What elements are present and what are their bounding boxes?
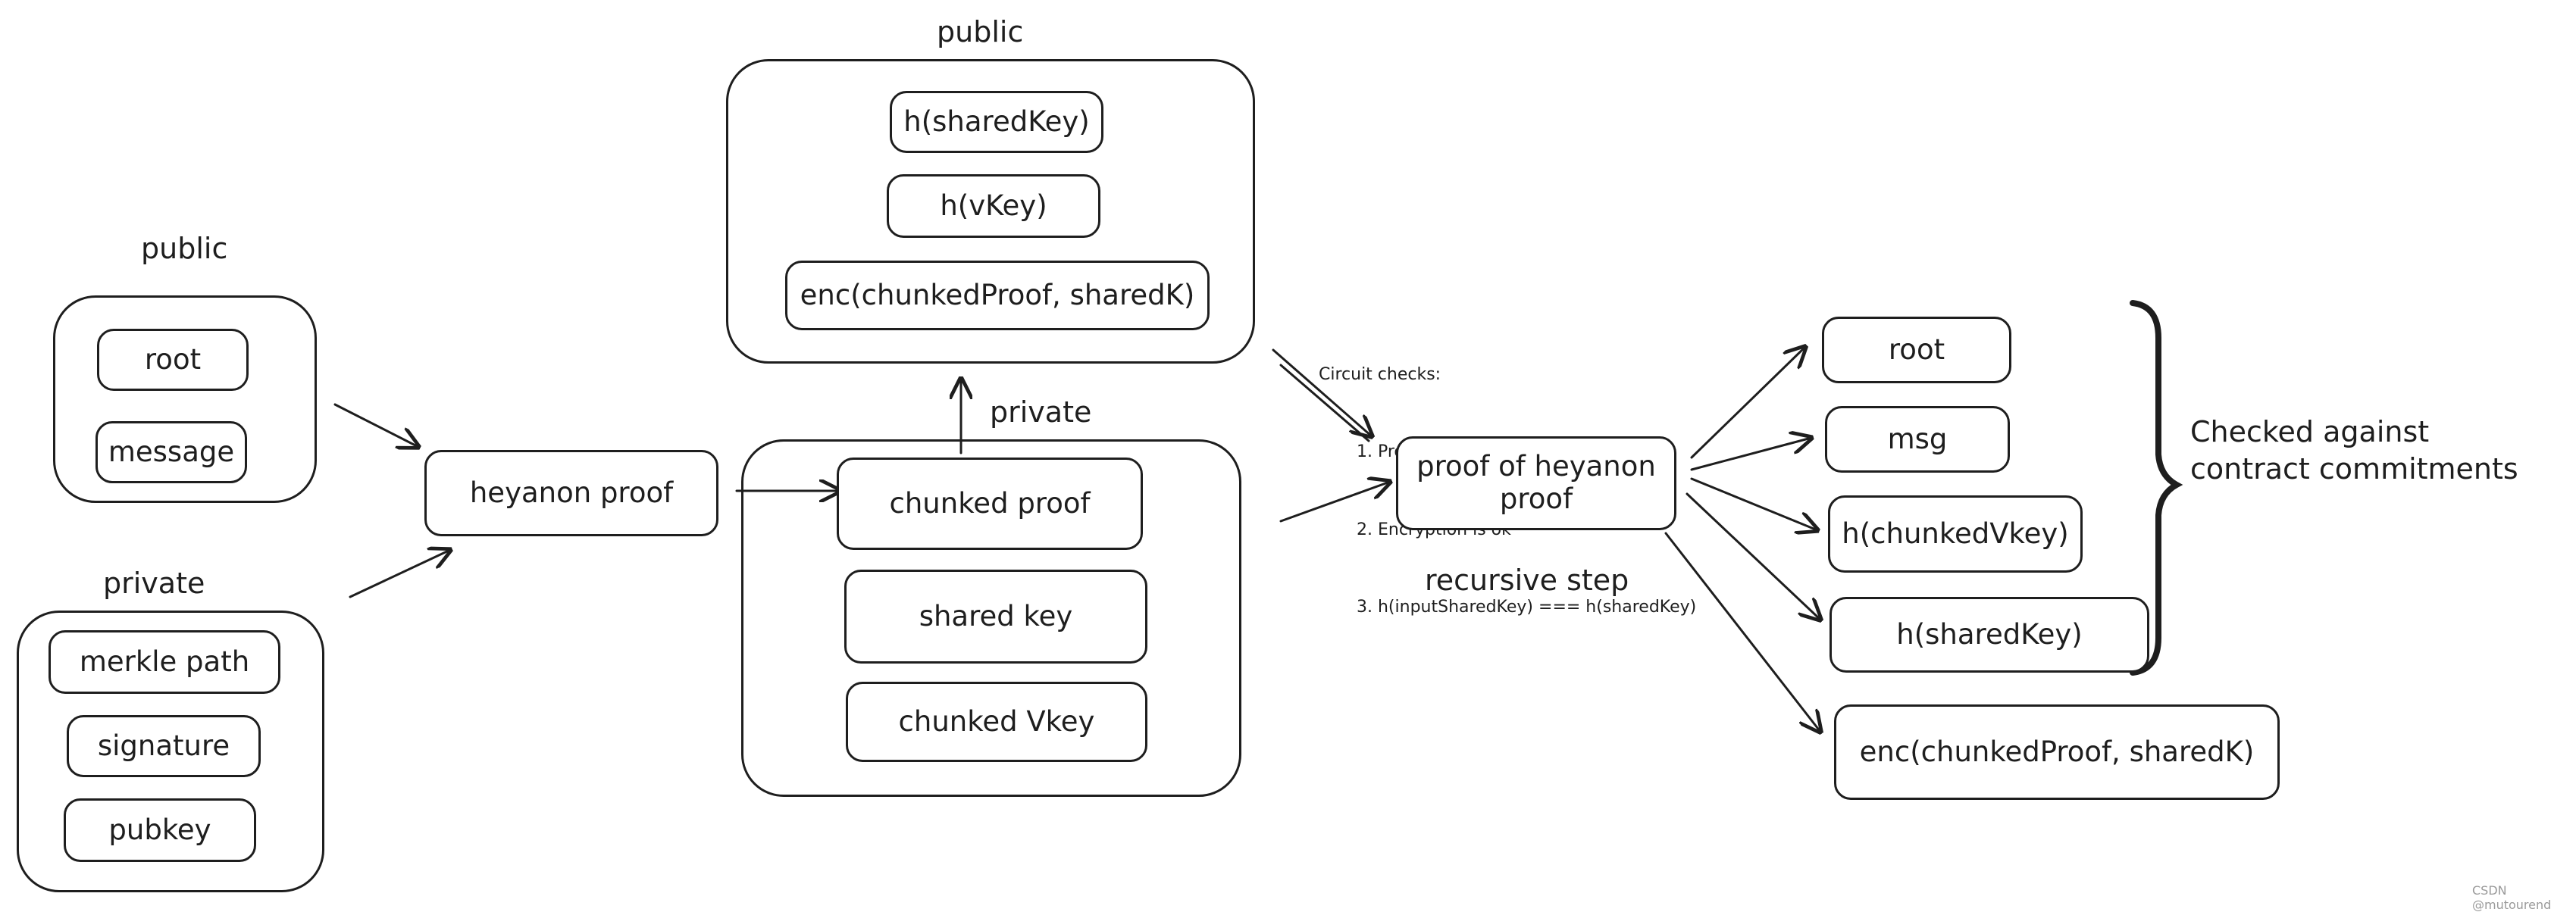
arrow-recursive-to-msg (1690, 438, 1811, 471)
node-root: root (97, 329, 249, 391)
node-proof-of-heyanon-proof: proof of heyanon proof (1396, 436, 1676, 530)
arrow-recursive-to-sharedkey (1686, 492, 1820, 620)
arrow-private-to-heyanon (349, 550, 450, 598)
curly-brace (2130, 300, 2183, 676)
arrow-top-public-to-recursive-a (1272, 348, 1372, 436)
arrow-recursive-to-enc (1664, 532, 1820, 732)
output-h-sharedkey: h(sharedKey) (1829, 597, 2149, 673)
output-root: root (1822, 317, 2011, 383)
arrow-public-to-heyanon (333, 403, 418, 447)
brace-label: Checked against contract commitments (2190, 415, 2518, 486)
node-merkle-path: merkle path (49, 630, 280, 694)
arrow-recursive-to-root (1690, 347, 1805, 459)
left-public-group (53, 295, 317, 503)
node-chunked-vkey: chunked Vkey (846, 682, 1147, 762)
node-shared-key: shared key (844, 570, 1147, 664)
left-private-title: private (103, 567, 205, 600)
arrow-recursive-to-chunkedvkey (1690, 477, 1817, 530)
node-h-vkey: h(vKey) (887, 174, 1100, 238)
node-signature: signature (67, 715, 261, 777)
circuit-check-3: 3. h(inputSharedKey) === h(sharedKey) (1357, 598, 1697, 617)
node-chunked-proof: chunked proof (837, 458, 1143, 550)
node-heyanon-proof: heyanon proof (424, 450, 718, 536)
output-msg: msg (1825, 406, 2010, 473)
output-enc-chunkedproof: enc(chunkedProof, sharedK) (1834, 704, 2280, 800)
output-h-chunkedvkey: h(chunkedVkey) (1828, 495, 2083, 573)
node-message: message (95, 421, 247, 483)
arrow-private-to-recursive (1279, 482, 1390, 523)
recursive-step-label: recursive step (1425, 564, 1629, 597)
circuit-checks-title: Circuit checks: (1319, 365, 1441, 385)
mid-private-title: private (990, 395, 1092, 429)
watermark: CSDN @mutourend (2472, 883, 2552, 912)
arrow-top-public-to-recursive-b (1279, 364, 1370, 442)
node-enc-chunkedproof-top: enc(chunkedProof, sharedK) (785, 261, 1210, 330)
node-h-sharedkey-top: h(sharedKey) (890, 91, 1103, 153)
mid-private-group (741, 439, 1241, 797)
left-private-group (17, 611, 324, 892)
left-public-title: public (141, 232, 228, 265)
node-pubkey: pubkey (64, 798, 256, 862)
top-public-title: public (937, 15, 1024, 48)
top-public-group (726, 59, 1255, 364)
